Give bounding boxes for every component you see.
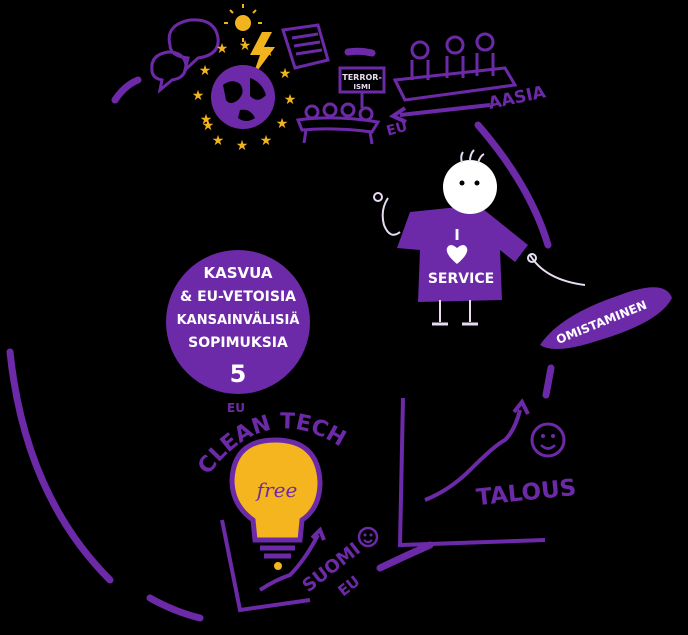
svg-text:★: ★ [199, 63, 212, 79]
svg-text:★: ★ [276, 116, 289, 132]
svg-text:★: ★ [200, 112, 213, 128]
eu-cleantech-label: EU [227, 401, 245, 415]
smiley-icon [357, 526, 379, 548]
circle-line4: SOPIMUKSIA [188, 335, 288, 351]
speech-bubbles-icon [150, 18, 220, 94]
asia-crowd-icon [392, 32, 518, 102]
bulb-word: free [255, 478, 298, 502]
cycle-arcs [6, 47, 555, 622]
arc-bottom [146, 594, 204, 622]
eu-arrow [388, 103, 491, 124]
service-person: I SERVICE [373, 149, 586, 326]
svg-text:★: ★ [192, 88, 205, 104]
terror-sign-line2: ISMI [353, 83, 370, 91]
arc-top-left [111, 76, 142, 104]
economy-graph: TALOUS [397, 397, 578, 548]
globe-icon [211, 65, 275, 129]
shirt-line2: SERVICE [428, 271, 494, 287]
circle-number: 5 [230, 360, 247, 388]
lightbulb-icon: free [229, 437, 323, 570]
circle-line3: KANSAINVÄLISIÄ [177, 312, 300, 328]
eu-bottom-label: EU [335, 572, 364, 600]
svg-text:★: ★ [239, 38, 252, 54]
arc-right-lower [542, 364, 555, 399]
lightning-icon [250, 32, 275, 78]
economy-label: TALOUS [475, 475, 578, 511]
svg-text:★: ★ [202, 118, 215, 134]
circle-line1: KASVUA [204, 264, 273, 282]
svg-text:★: ★ [279, 66, 292, 82]
svg-text:★: ★ [212, 133, 225, 149]
heart-icon [446, 245, 468, 264]
eu-stars-icon: ★★★ ★★ ★★ ★★ ★★★ ★ [192, 38, 297, 154]
terror-sign-line1: TERROR- [342, 73, 382, 82]
head [443, 160, 497, 214]
circle-line2: & EU-VETOISIA [180, 289, 296, 305]
arc-bottom-right [376, 541, 434, 572]
sun-icon [224, 4, 262, 42]
svg-text:★: ★ [216, 41, 229, 57]
growth-agreements-circle: KASVUA & EU-VETOISIA KANSAINVÄLISIÄ SOPI… [166, 250, 310, 394]
arc-top [344, 47, 376, 57]
ownership-tag: OMISTAMINEN [540, 287, 672, 349]
svg-text:★: ★ [284, 92, 297, 108]
arc-right [474, 121, 552, 249]
svg-text:★: ★ [236, 138, 249, 154]
terror-sign: TERROR- ISMI [338, 66, 386, 108]
eu-top-label: EU [385, 119, 409, 140]
shirt-line1: I [454, 226, 460, 244]
meeting-table-icon [295, 102, 381, 145]
arc-left [6, 348, 114, 584]
svg-text:★: ★ [260, 133, 273, 149]
smiley-icon [530, 422, 566, 458]
svg-text:★: ★ [262, 44, 275, 60]
document-icon [281, 23, 330, 70]
